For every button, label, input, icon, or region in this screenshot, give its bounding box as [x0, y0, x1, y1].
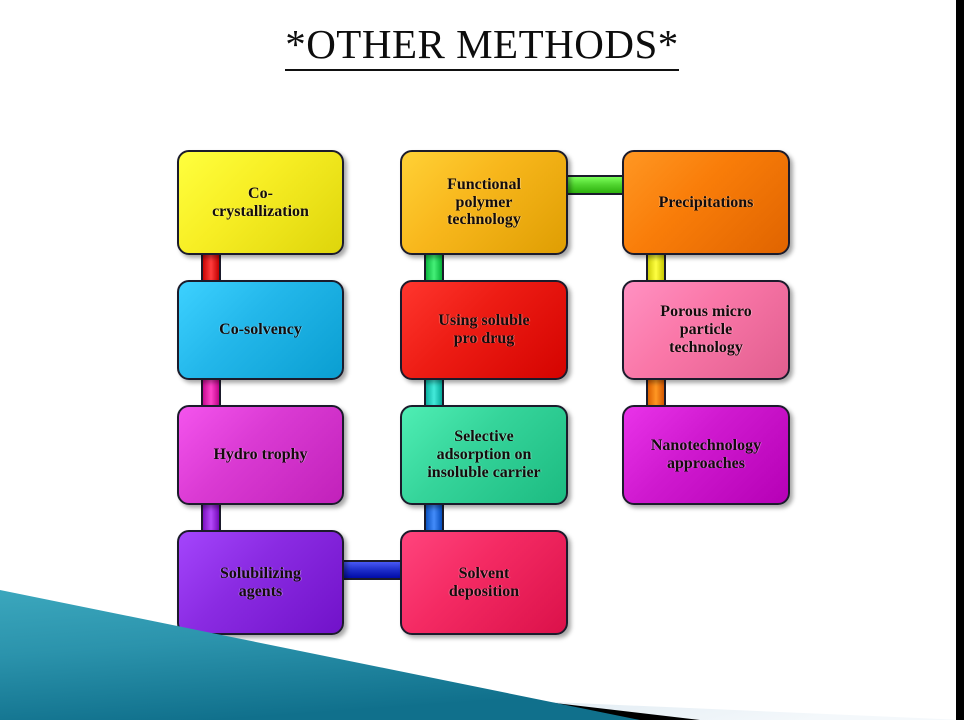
- flowchart-node-solvent-deposition[interactable]: Solvent deposition: [400, 530, 568, 635]
- flowchart-node-label: Precipitations: [658, 193, 754, 211]
- flowchart-node-label: Using soluble pro drug: [438, 312, 530, 347]
- flowchart-node-label: Nanotechnology approaches: [650, 437, 762, 472]
- page-title-container: *OTHER METHODS*: [0, 21, 964, 72]
- flowchart-node-co-crystallization[interactable]: Co- crystallization: [177, 150, 344, 255]
- page-title: *OTHER METHODS*: [285, 21, 679, 72]
- flowchart-node-label: Solubilizing agents: [220, 564, 301, 600]
- slide-frame-right-edge: [956, 0, 964, 720]
- connector-precipitations-to-porous-micro-particle: [646, 253, 666, 283]
- connector-solubilizing-agents-to-solvent-deposition: [342, 560, 402, 580]
- connector-porous-micro-particle-to-nanotechnology-approaches: [646, 378, 666, 408]
- connector-functional-polymer-technology-to-using-soluble-pro-drug: [424, 253, 444, 283]
- connector-functional-polymer-technology-to-precipitations: [566, 175, 624, 195]
- flowchart-node-label: Functional polymer technology: [447, 175, 521, 229]
- flowchart-node-solubilizing-agents[interactable]: Solubilizing agents: [177, 530, 344, 635]
- connector-co-solvency-to-hydro-trophy: [201, 378, 221, 408]
- flowchart-node-label: Hydro trophy: [213, 446, 308, 464]
- connector-using-soluble-pro-drug-to-selective-adsorption: [424, 378, 444, 408]
- flowchart-node-label: Porous micro particle technology: [660, 303, 752, 356]
- flowchart-node-hydro-trophy[interactable]: Hydro trophy: [177, 405, 344, 505]
- flowchart-node-label: Co- crystallization: [212, 184, 309, 220]
- connector-hydro-trophy-to-solubilizing-agents: [201, 503, 221, 533]
- flowchart-node-nanotechnology-approaches[interactable]: Nanotechnology approaches: [622, 405, 790, 505]
- flowchart-node-label: Solvent deposition: [448, 564, 520, 600]
- flowchart-node-porous-micro-particle[interactable]: Porous micro particle technology: [622, 280, 790, 380]
- flowchart-node-co-solvency[interactable]: Co-solvency: [177, 280, 344, 380]
- slide-frame-inner-edge: [954, 0, 956, 720]
- flowchart-node-label: Co-solvency: [219, 321, 302, 339]
- flowchart-node-functional-polymer-technology[interactable]: Functional polymer technology: [400, 150, 568, 255]
- flowchart-node-label: Selective adsorption on insoluble carrie…: [427, 428, 541, 481]
- flowchart-node-using-soluble-pro-drug[interactable]: Using soluble pro drug: [400, 280, 568, 380]
- connector-selective-adsorption-to-solvent-deposition: [424, 503, 444, 533]
- flowchart-node-precipitations[interactable]: Precipitations: [622, 150, 790, 255]
- flowchart-node-selective-adsorption[interactable]: Selective adsorption on insoluble carrie…: [400, 405, 568, 505]
- connector-co-crystallization-to-co-solvency: [201, 253, 221, 283]
